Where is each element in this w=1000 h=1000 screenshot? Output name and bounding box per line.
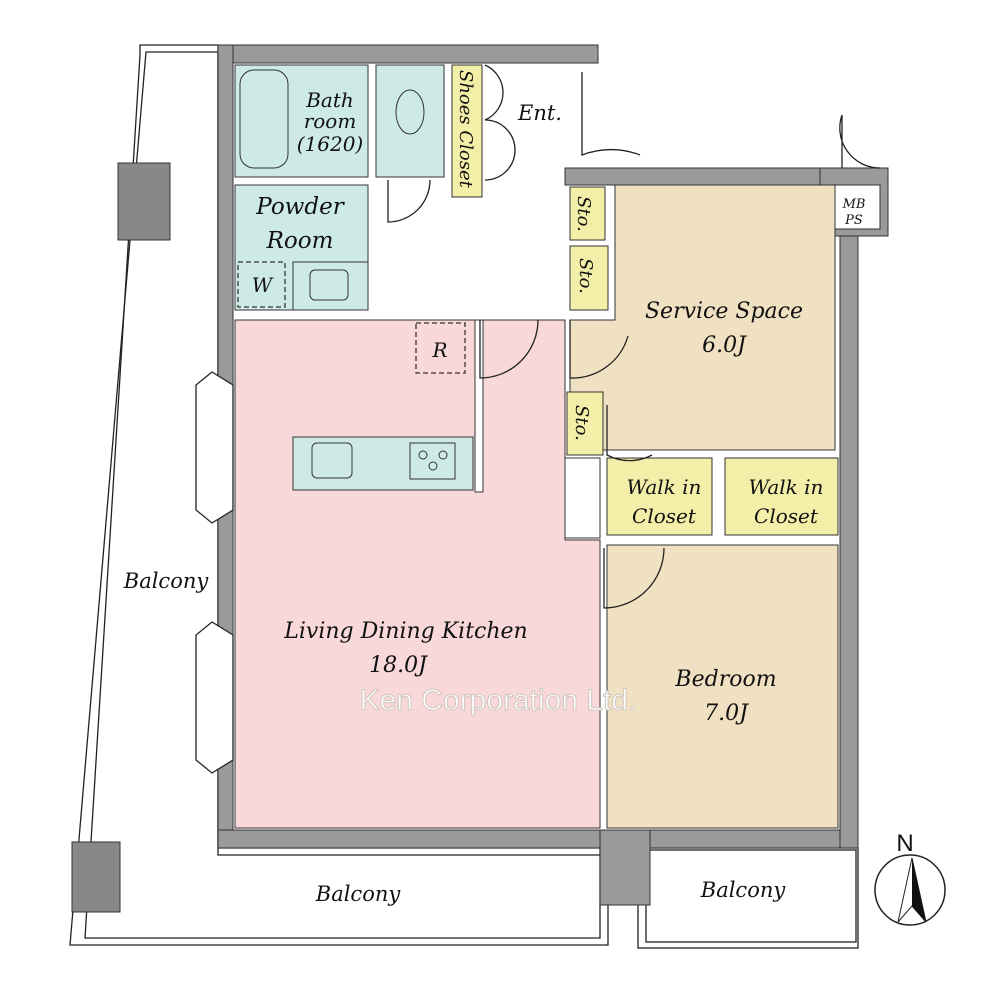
refrigerator-label: R bbox=[431, 338, 447, 362]
washer-space bbox=[237, 261, 286, 308]
shoes-closet bbox=[451, 64, 483, 198]
mb-ps-label: PS bbox=[844, 213, 863, 228]
storage-label: Sto. bbox=[575, 258, 596, 294]
service-space-label: Service Space bbox=[645, 299, 803, 324]
walk-in-closet-2 bbox=[724, 457, 839, 536]
balcony-label: Balcony bbox=[700, 878, 787, 902]
hall-niche bbox=[564, 457, 601, 539]
pillar bbox=[71, 841, 121, 913]
entrance-label: Ent. bbox=[517, 101, 562, 125]
walk-in-closet-1 bbox=[606, 457, 713, 536]
ldk-size: 18.0J bbox=[369, 653, 428, 678]
kitchen-sink-icon bbox=[311, 442, 353, 479]
storage-label: Sto. bbox=[573, 196, 594, 232]
ldk-area bbox=[234, 319, 601, 829]
stove-icon bbox=[409, 442, 456, 480]
doors bbox=[387, 64, 881, 609]
bathtub bbox=[239, 69, 289, 169]
rooms bbox=[234, 64, 839, 829]
sink-icon bbox=[309, 269, 349, 301]
bedroom-label: Bedroom bbox=[674, 667, 776, 692]
bedroom-size: 7.0J bbox=[704, 701, 749, 726]
washer-label: W bbox=[252, 273, 274, 297]
refrigerator-space bbox=[415, 322, 466, 374]
service-space-size: 6.0J bbox=[702, 333, 747, 358]
storage-label: Sto. bbox=[571, 405, 592, 441]
bathroom-size: (1620) bbox=[297, 132, 364, 156]
kitchen-partition bbox=[474, 319, 484, 493]
balcony-label: Balcony bbox=[315, 882, 402, 906]
kitchen-counter bbox=[292, 436, 474, 491]
powder-room-label: Room bbox=[266, 228, 334, 254]
storage-3 bbox=[566, 391, 604, 456]
pillar bbox=[117, 162, 171, 241]
balcony-label: Balcony bbox=[123, 569, 210, 593]
walk-in-closet-label: Walk in bbox=[627, 475, 702, 499]
storage-2 bbox=[569, 245, 609, 311]
mb-ps-label: MB bbox=[842, 197, 866, 212]
walk-in-closet-label: Closet bbox=[632, 504, 697, 528]
ldk-label: Living Dining Kitchen bbox=[283, 619, 527, 644]
mb-ps-box bbox=[827, 184, 881, 230]
storage-1 bbox=[569, 186, 606, 241]
shoes-closet-label: Shoes Closet bbox=[455, 70, 476, 189]
vanity bbox=[292, 261, 369, 311]
toilet-icon bbox=[395, 89, 425, 135]
powder-room-label: Powder bbox=[255, 194, 345, 220]
walk-in-closet-label: Walk in bbox=[749, 475, 824, 499]
north-compass: N bbox=[874, 830, 946, 926]
bathroom-label: room bbox=[304, 109, 357, 133]
bathroom-label: Bath bbox=[305, 88, 354, 112]
walk-in-closet-label: Closet bbox=[754, 504, 819, 528]
compass-north-label: N bbox=[896, 830, 913, 857]
watermark: Ken Corporation Ltd. bbox=[360, 684, 637, 717]
bay-windows bbox=[195, 371, 234, 774]
